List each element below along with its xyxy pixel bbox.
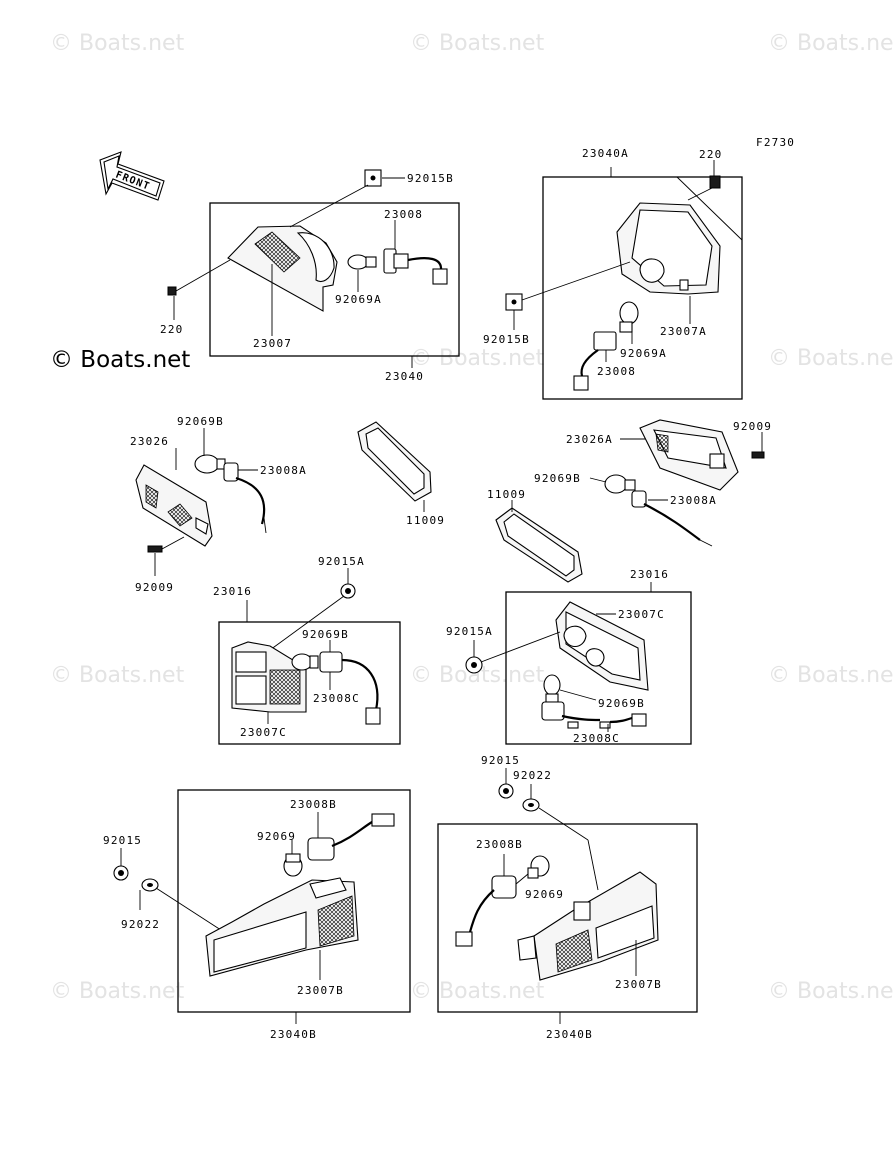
label-92069B: 92069B <box>302 628 349 641</box>
label-92022: 92022 <box>513 769 552 782</box>
label-23016: 23016 <box>213 585 252 598</box>
label-23008B: 23008B <box>290 798 337 811</box>
label-11009: 11009 <box>406 514 445 527</box>
watermark: © Boats.net <box>50 979 185 1004</box>
label-92009: 92009 <box>135 581 174 594</box>
watermark: © Boats.net <box>768 663 894 688</box>
label-23007B: 23007B <box>297 984 344 997</box>
label-23040A: 23040A <box>582 147 629 160</box>
label-23007: 23007 <box>253 337 292 350</box>
label-92015B: 92015B <box>407 172 454 185</box>
label-92069A: 92069A <box>335 293 382 306</box>
front-arrow-icon: FRONT <box>99 151 165 201</box>
label-23040: 23040 <box>385 370 424 383</box>
label-23026: 23026 <box>130 435 169 448</box>
label-23008A: 23008A <box>260 464 307 477</box>
label-92069B: 92069B <box>177 415 224 428</box>
assembly-23016-right <box>465 582 692 745</box>
label-92015A: 92015A <box>446 625 493 638</box>
label-92009: 92009 <box>733 420 772 433</box>
label-23040B: 23040B <box>270 1028 317 1041</box>
label-23008: 23008 <box>384 208 423 221</box>
label-23008: 23008 <box>597 365 636 378</box>
assembly-23026 <box>135 428 267 576</box>
label-92069: 92069 <box>525 888 564 901</box>
watermark-layer: © Boats.net © Boats.net © Boats.net © Bo… <box>50 31 894 1004</box>
watermark: © Boats.net <box>768 31 894 56</box>
watermark: © Boats.net <box>768 979 894 1004</box>
lens-11009-right <box>495 500 583 583</box>
label-23007A: 23007A <box>660 325 707 338</box>
label-23007C: 23007C <box>240 726 287 739</box>
watermark: © Boats.net <box>50 663 185 688</box>
label-23008C: 23008C <box>573 732 620 745</box>
watermark: © Boats.net <box>768 346 894 371</box>
watermark: © Boats.net <box>50 31 185 56</box>
brand-mark: © Boats.net <box>50 347 190 373</box>
assembly-23016-left <box>218 568 401 745</box>
label-92069B: 92069B <box>534 472 581 485</box>
label-92015B: 92015B <box>483 333 530 346</box>
label-92069: 92069 <box>257 830 296 843</box>
label-92022: 92022 <box>121 918 160 931</box>
assembly-23040B-left <box>113 789 411 1024</box>
lens-11009-left <box>357 421 432 512</box>
label-92069B: 92069B <box>598 697 645 710</box>
assembly-23040A <box>505 160 743 400</box>
assembly-23026A <box>589 419 765 547</box>
label-23008A: 23008A <box>670 494 717 507</box>
label-23008C: 23008C <box>313 692 360 705</box>
label-23007B: 23007B <box>615 978 662 991</box>
label-92015: 92015 <box>103 834 142 847</box>
watermark: © Boats.net <box>410 979 545 1004</box>
watermark: © Boats.net <box>410 346 545 371</box>
label-23040B: 23040B <box>546 1028 593 1041</box>
label-11009: 11009 <box>487 488 526 501</box>
label-92015A: 92015A <box>318 555 365 568</box>
assembly-23040B-right <box>437 768 698 1024</box>
watermark: © Boats.net <box>410 31 545 56</box>
label-23007C: 23007C <box>618 608 665 621</box>
label-92069A: 92069A <box>620 347 667 360</box>
label-220: 220 <box>699 148 722 161</box>
label-92015: 92015 <box>481 754 520 767</box>
label-220: 220 <box>160 323 183 336</box>
part-labels: 92015B 23008 92069A 220 23007 23040 2304… <box>103 147 772 1041</box>
assembly-23040 <box>167 169 460 368</box>
figure-code: F2730 <box>756 136 795 149</box>
label-23008B: 23008B <box>476 838 523 851</box>
label-23026A: 23026A <box>566 433 613 446</box>
label-23016: 23016 <box>630 568 669 581</box>
